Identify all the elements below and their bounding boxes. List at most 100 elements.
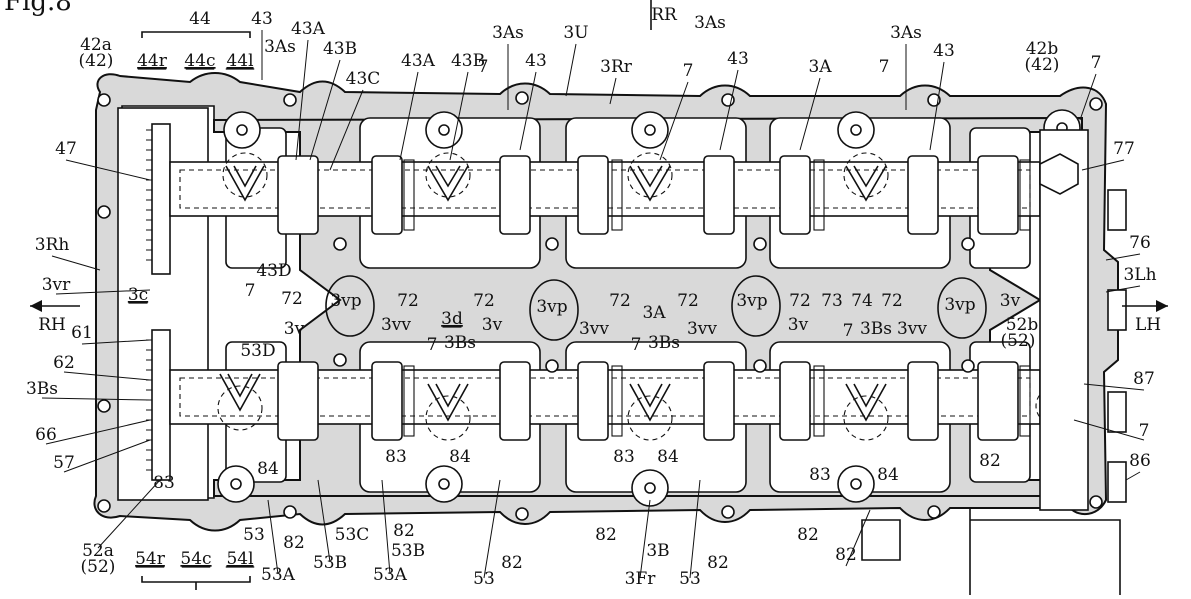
ref-label-l3Rr: 3Rr [600, 57, 633, 77]
ref-label-l3v_r: 3v [1000, 291, 1021, 311]
ref-label-l87: 87 [1133, 369, 1155, 389]
ref-label-l42a: 42a [80, 35, 112, 55]
ref-label-l3Bs_d: 3Bs [26, 379, 58, 399]
ref-label-l61: 61 [71, 323, 93, 343]
ref-label-l3As_a: 3As [264, 37, 296, 57]
ref-label-l53B_a: 53B [391, 541, 425, 561]
ref-label-l7d: 7 [1091, 53, 1102, 73]
ref-label-l3c: 3c [128, 285, 148, 305]
ref-label-l3d: 3d [441, 309, 463, 329]
ref-label-l82d: 82 [501, 553, 523, 573]
ref-label-l3vp_d: 3vp [944, 295, 975, 315]
ref-label-l86: 86 [1129, 451, 1151, 471]
ref-label-l53B_b: 53B [313, 553, 347, 573]
ref-label-l82a: 82 [979, 451, 1001, 471]
ref-label-l7b: 7 [683, 61, 694, 81]
plug-bosses [325, 275, 987, 341]
ref-label-l53a: 53 [243, 525, 265, 545]
ref-label-l3U: 3U [563, 23, 588, 43]
ref-label-l3v_c: 3v [788, 315, 809, 335]
ref-label-l3Bs_c: 3Bs [648, 333, 680, 353]
ref-label-l84b: 84 [449, 447, 471, 467]
ref-label-l3vp_a: 3vp [330, 291, 361, 311]
ref-label-l3vv_a: 3vv [381, 315, 411, 335]
ref-label-l43C: 43C [346, 69, 381, 89]
ref-label-l3Bs_a: 3Bs [860, 319, 892, 339]
upper-actuators [222, 152, 889, 202]
ref-label-l3v_a: 3v [284, 319, 305, 339]
ref-label-l53D: 53D [240, 341, 275, 361]
ref-label-l43B_a: 43B [323, 39, 357, 59]
ref-label-l72a: 72 [281, 289, 303, 309]
ref-label-l54c: 54c [180, 549, 211, 569]
ref-label-l74: 74 [851, 291, 873, 311]
leader-lines [41, 30, 1145, 579]
ref-label-l83b: 83 [613, 447, 635, 467]
ref-label-l47: 47 [55, 139, 77, 159]
ref-label-l43c: 43 [727, 49, 749, 69]
ref-label-l83a: 83 [385, 447, 407, 467]
ref-label-l54r: 54r [135, 549, 166, 569]
ref-label-l44l: 44l [226, 51, 253, 71]
ref-label-l53b: 53 [473, 569, 495, 589]
ref-label-l82g: 82 [797, 525, 819, 545]
ref-label-l7h: 7 [631, 335, 642, 355]
ref-label-l3vp_b: 3vp [536, 297, 567, 317]
ref-label-l84a: 84 [257, 459, 279, 479]
ref-label-l44c: 44c [184, 51, 215, 71]
ref-label-l72b: 72 [397, 291, 419, 311]
ref-label-l7g: 7 [427, 335, 438, 355]
lower-actuators [217, 373, 889, 441]
ref-label-l7c: 7 [879, 57, 890, 77]
ref-label-l3v_b: 3v [482, 315, 503, 335]
ref-label-l52a: 52a [82, 541, 114, 561]
ref-label-l84c: 84 [657, 447, 679, 467]
ref-label-l43D: 43D [256, 261, 291, 281]
ref-label-l7f: 7 [843, 321, 854, 341]
ref-label-l82b: 82 [283, 533, 305, 553]
group-brackets [141, 31, 251, 590]
ref-label-l3vv_b: 3vv [579, 319, 609, 339]
ref-label-l43B_b: 43B [451, 51, 485, 71]
ref-label-l73: 73 [821, 291, 843, 311]
ref-label-l82c: 82 [393, 521, 415, 541]
ref-label-l52a_p: (52) [81, 557, 116, 577]
lower-cam-lobes [277, 361, 1019, 441]
ref-label-l43b: 43 [525, 51, 547, 71]
cam-gear-teeth [403, 159, 1031, 437]
ref-label-l83c: 83 [809, 465, 831, 485]
ref-label-l3B: 3B [646, 541, 669, 561]
ref-label-l7a: 7 [478, 57, 489, 77]
ref-label-l76: 76 [1129, 233, 1151, 253]
ref-label-l43a: 43 [251, 9, 273, 29]
ref-label-l42b: 42b [1026, 39, 1059, 59]
perimeter-holes [97, 91, 1103, 521]
ref-label-l53C: 53C [335, 525, 370, 545]
ref-label-l77: 77 [1113, 139, 1135, 159]
ref-label-l72e: 72 [677, 291, 699, 311]
bolt-holes [217, 109, 1081, 507]
ref-label-l7e: 7 [245, 281, 256, 301]
ref-label-l3As_c: 3As [694, 13, 726, 33]
ref-label-l3Bs_b: 3Bs [444, 333, 476, 353]
ref-label-lRH: RH [38, 315, 66, 335]
ref-label-lLH: LH [1135, 315, 1161, 335]
ref-label-l72f: 72 [789, 291, 811, 311]
ref-label-l3vp_c: 3vp [736, 291, 767, 311]
ref-label-l66: 66 [35, 425, 57, 445]
ref-label-l3vr: 3vr [42, 275, 71, 295]
direction-arrows [30, 0, 1168, 312]
ref-label-l42a_p: (42) [79, 51, 114, 71]
ref-label-l42b_p: (42) [1025, 55, 1060, 75]
figure-title: Fig.8 [4, 0, 72, 17]
ref-label-l53c: 53 [679, 569, 701, 589]
ref-label-l3A_top: 3A [808, 57, 832, 77]
ref-label-l3vv_d: 3vv [897, 319, 927, 339]
upper-cam-lobes [277, 155, 1019, 235]
ref-label-l43A_a: 43A [291, 19, 326, 39]
ref-label-l3Lh: 3Lh [1123, 265, 1156, 285]
ref-label-l3As_b: 3As [492, 23, 524, 43]
